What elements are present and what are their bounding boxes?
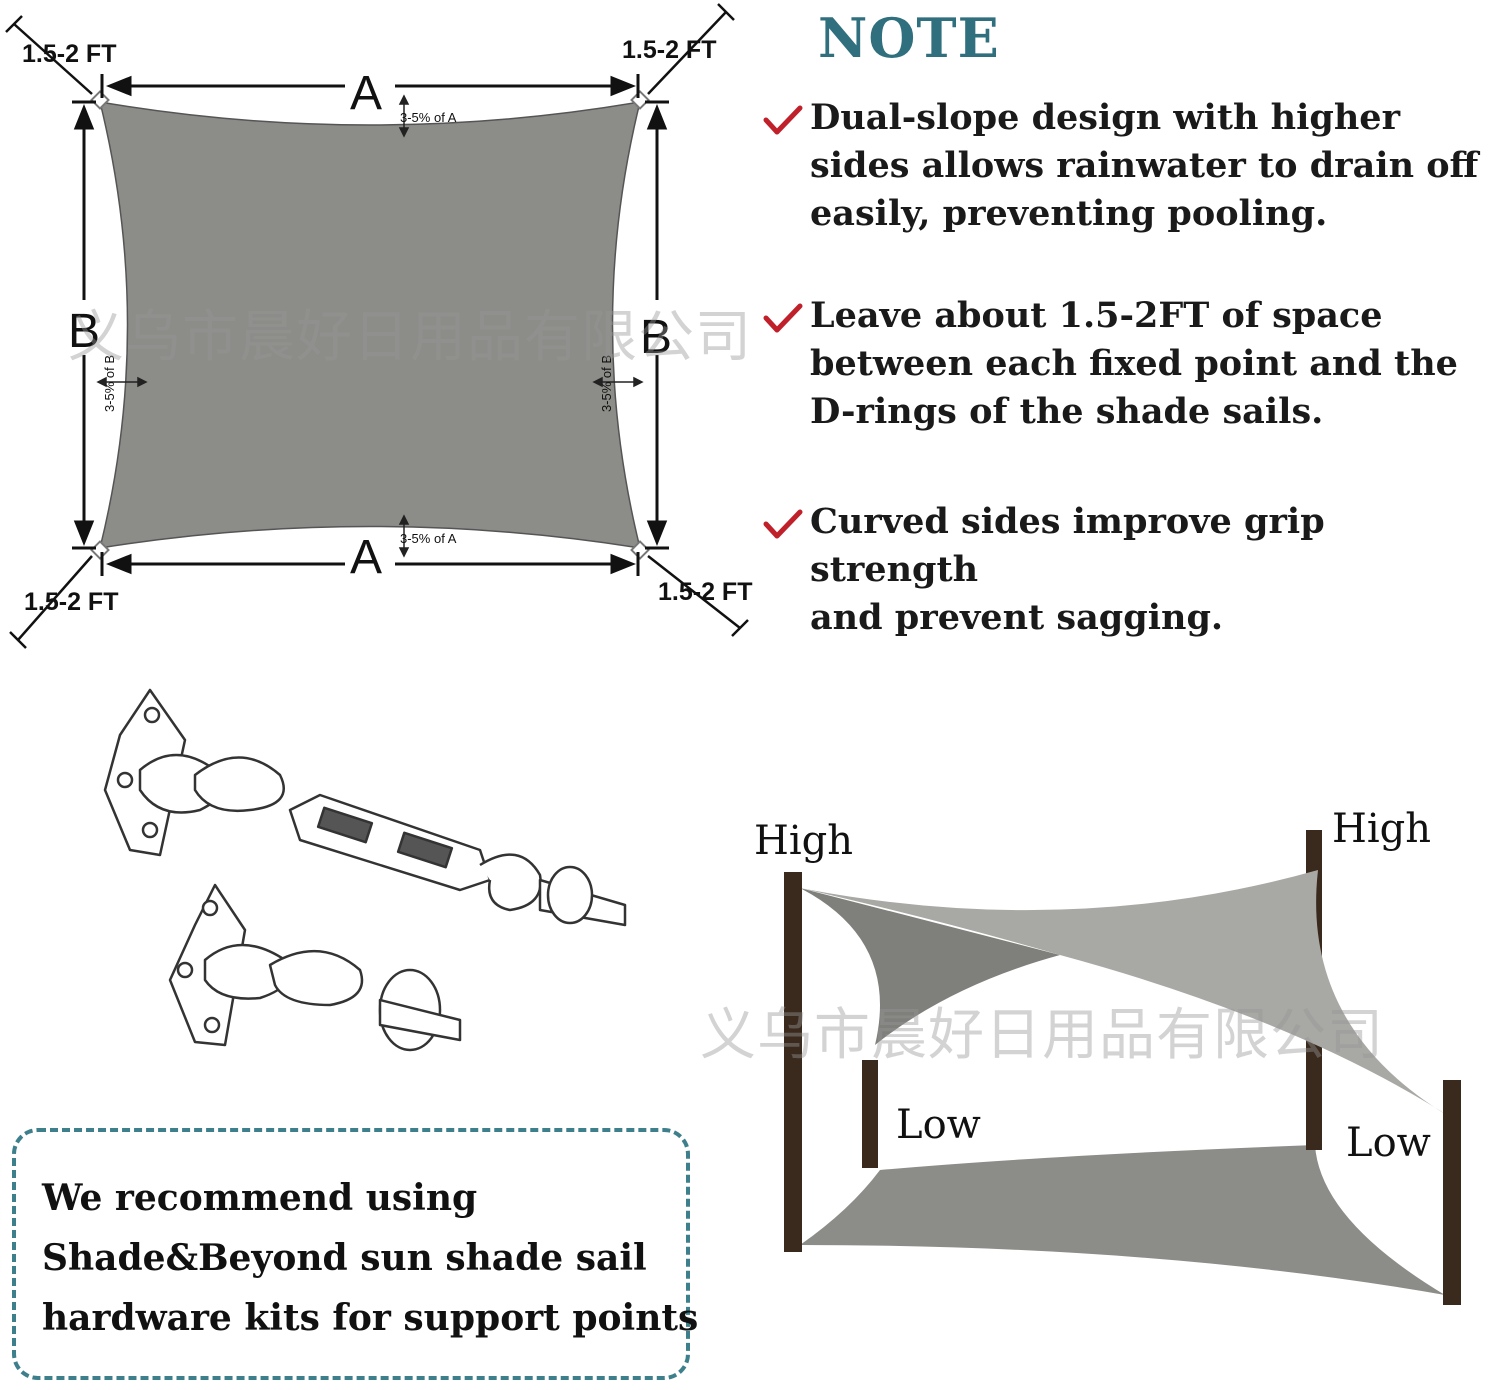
- watermark-text: 义乌市晨好日用品有限公司: [68, 305, 752, 370]
- recommendation-line: Shade&Beyond sun shade sail: [42, 1237, 647, 1279]
- spacing-label-top-left: 1.5-2 FT: [22, 40, 117, 68]
- spacing-label-bottom-left: 1.5-2 FT: [24, 588, 119, 616]
- note-line: Dual-slope design with higher: [810, 97, 1401, 138]
- lower-sail-shape: [800, 1145, 1445, 1295]
- spacing-label-top-right: 1.5-2 FT: [622, 36, 717, 64]
- post-icon: [784, 872, 802, 1252]
- spacing-label-bottom-right: 1.5-2 FT: [658, 578, 753, 606]
- recommendation-text: We recommend using Shade&Beyond sun shad…: [42, 1168, 702, 1348]
- side-b-label-right: B: [640, 311, 673, 364]
- post-icon: [862, 1060, 878, 1168]
- side-b-label-left: B: [68, 305, 101, 358]
- checkmark-icon: [763, 303, 803, 333]
- note-item-3: Curved sides improve grip strength and p…: [810, 498, 1500, 642]
- note-line: between each fixed point and the: [810, 343, 1458, 384]
- sag-arrows: [96, 94, 644, 558]
- note-line: Leave about 1.5-2FT of space: [810, 295, 1383, 336]
- upper-sail-shape: [800, 870, 1455, 1120]
- sag-label-top: 3-5% of A: [400, 110, 457, 125]
- d-ring-icons: [90, 90, 650, 560]
- upper-sail-shape: [800, 888, 1060, 1045]
- note-item-2: Leave about 1.5-2FT of space between eac…: [810, 292, 1500, 436]
- note-line: easily, preventing pooling.: [810, 193, 1328, 234]
- side-a-label-top: A: [350, 67, 383, 120]
- dimension-arrows: [72, 74, 669, 576]
- note-line: sides allows rainwater to drain off: [810, 145, 1479, 186]
- low-label-left: Low: [896, 1102, 981, 1148]
- turnbuckle-icon: [288, 793, 492, 892]
- sail-dimension-svg: [5, 3, 749, 649]
- spacing-lines: [5, 3, 749, 649]
- high-label-right: High: [1332, 806, 1432, 852]
- checkmark-icon: [763, 509, 803, 539]
- post-icon: [1443, 1080, 1461, 1305]
- recommendation-line: We recommend using: [42, 1177, 478, 1219]
- high-low-install-diagram: [784, 830, 1461, 1305]
- note-title: NOTE: [818, 6, 1000, 70]
- hardware-kit-illustration: [103, 688, 627, 1052]
- watermark-text: 义乌市晨好日用品有限公司: [700, 1003, 1384, 1068]
- checkmark-icon: [763, 105, 803, 135]
- low-label-right: Low: [1346, 1120, 1431, 1166]
- high-label-left: High: [754, 818, 854, 864]
- note-line: Curved sides improve grip strength: [810, 501, 1325, 590]
- recommendation-line: hardware kits for support points: [42, 1297, 699, 1339]
- sag-label-bottom: 3-5% of A: [400, 531, 457, 546]
- note-line: and prevent sagging.: [810, 597, 1224, 638]
- recommendation-box: [12, 1128, 690, 1380]
- note-line: D-rings of the shade sails.: [810, 391, 1324, 432]
- side-a-label-bottom: A: [350, 531, 383, 584]
- note-item-1: Dual-slope design with higher sides allo…: [810, 94, 1500, 238]
